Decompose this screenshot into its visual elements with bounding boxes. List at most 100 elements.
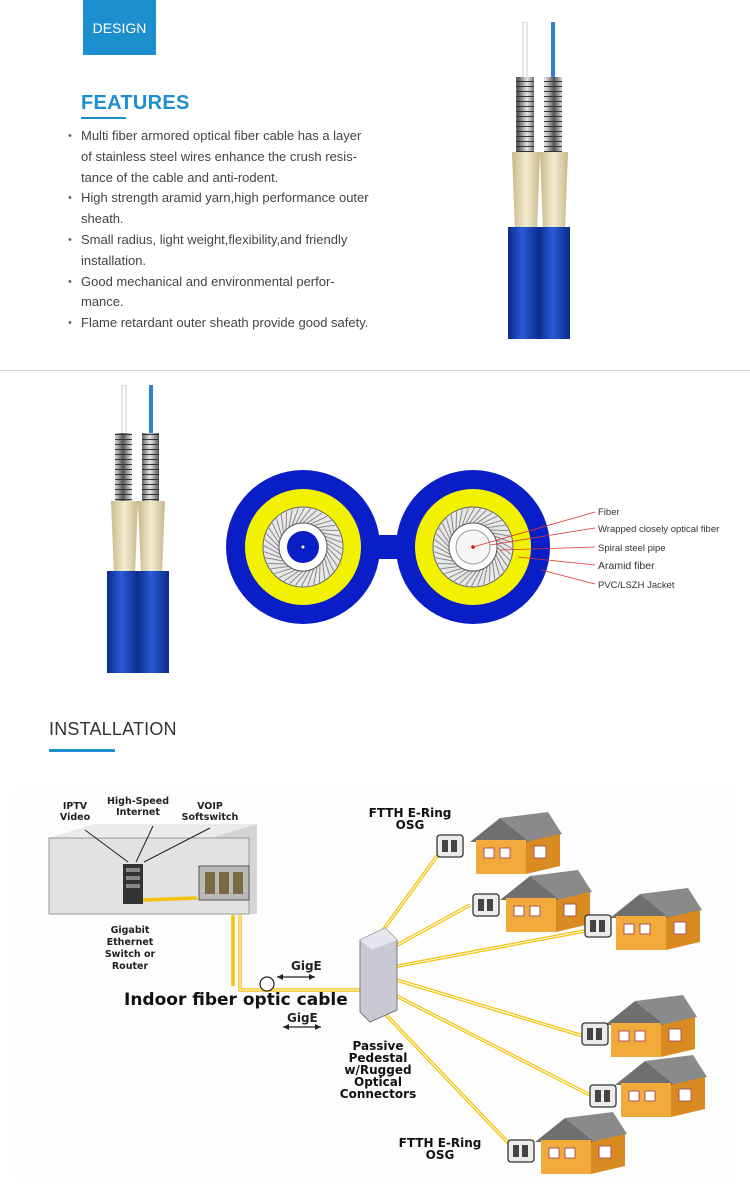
steel-pipe-blade: [298, 508, 311, 524]
section-divider: [0, 370, 750, 371]
steel-pipe-blade: [438, 527, 450, 544]
steel-pipe-blade: [264, 539, 280, 552]
steel-pipe-blade: [317, 524, 336, 529]
feature-item: Good mechanical and environmental perfor…: [68, 272, 398, 314]
steel-pipe-blade: [321, 561, 326, 580]
steel-pipe-blade: [450, 514, 455, 533]
label-jacket: PVC/LSZH Jacket: [598, 580, 675, 591]
steel-pipe-blade: [313, 566, 318, 585]
steel-pipe-blade: [306, 512, 323, 524]
steel-pipe-blade: [324, 535, 342, 543]
steel-pipe-blade: [291, 508, 299, 526]
steel-pipe-blade: [476, 512, 493, 524]
label-spiral-steel-pipe: Spiral steel pipe: [598, 543, 666, 554]
steel-pipe-blade: [480, 515, 498, 525]
steel-pipe-blade: [325, 539, 343, 549]
steel-pipe-blade: [313, 519, 332, 527]
steel-pipe-blade: [465, 570, 478, 586]
steel-pipe-blade: [434, 551, 452, 559]
steel-pipe-blade: [325, 554, 335, 572]
steel-pipe-blade: [496, 550, 508, 567]
steel-pipe-blade: [433, 545, 451, 555]
steel-pipe-blade: [268, 527, 280, 544]
steel-pipe-blade: [496, 546, 510, 561]
label-aramid-fiber: Aramid fiber: [598, 560, 655, 572]
features-underline: [81, 117, 126, 119]
steel-pipe-blade: [494, 535, 512, 543]
steel-pipe-blade: [435, 557, 454, 562]
steel-pipe-blade: [264, 551, 282, 559]
steel-pipe-blade: [322, 532, 341, 537]
label-wrapped-fiber: Wrapped closely optical fiber: [598, 524, 719, 535]
steel-pipe-blade: [441, 522, 451, 540]
steel-pipe-blade: [295, 507, 305, 525]
steel-pipe-blade: [275, 518, 283, 537]
steel-pipe-blade: [455, 511, 458, 531]
steel-pipe-blade: [326, 542, 342, 555]
steel-pipe-blade: [495, 554, 505, 572]
steel-pipe-blade: [307, 568, 315, 586]
steel-pipe-blade: [265, 557, 284, 562]
feature-item: High strength aramid yarn,high performan…: [68, 188, 398, 230]
steel-pipe-blade: [289, 570, 304, 584]
steel-pipe-blade: [471, 569, 481, 587]
design-badge: DESIGN: [83, 0, 156, 55]
steel-pipe-blade: [326, 546, 340, 561]
steel-pipe-blade: [278, 569, 296, 579]
cable-cross-section-diagram: Fiber Wrapped closely optical fiber Spir…: [226, 470, 719, 624]
steel-pipe-blade: [461, 508, 469, 526]
steel-pipe-blade: [267, 562, 287, 565]
steel-pipe-blade: [445, 518, 453, 537]
features-title: FEATURES: [81, 92, 190, 114]
steel-pipe-blade: [326, 550, 338, 567]
steel-pipe-blade: [288, 509, 293, 528]
label-fiber: Fiber: [598, 507, 620, 518]
steel-pipe-blade: [270, 565, 289, 570]
armored-cable-image-top: [508, 22, 570, 339]
steel-pipe-blade: [280, 514, 285, 533]
steel-pipe-blade: [434, 539, 450, 552]
installation-underline: [49, 749, 115, 752]
steel-pipe-blade: [444, 567, 463, 575]
feature-item: Flame retardant outer sheath provide goo…: [68, 313, 398, 334]
label-gige-top: GigE: [291, 959, 322, 973]
steel-pipe-blade: [483, 566, 488, 585]
feature-item: Multi fiber armored optical fiber cable …: [68, 126, 398, 188]
steel-pipe-blade: [493, 557, 501, 576]
steel-pipe-blade: [437, 562, 457, 565]
steel-pipe-blade: [483, 519, 502, 527]
steel-pipe-blade: [283, 570, 300, 582]
steel-pipe-blade: [318, 563, 321, 583]
steel-pipe-blade: [301, 569, 311, 587]
steel-pipe-blade: [459, 570, 474, 584]
armored-cable-image-bottom: [107, 385, 169, 673]
steel-pipe-blade: [488, 563, 491, 583]
steel-pipe-blade: [492, 532, 511, 537]
steel-pipe-blade: [436, 533, 450, 548]
steel-pipe-blade: [472, 510, 487, 524]
steel-pipe-blade: [263, 545, 281, 555]
steel-pipe-blade: [468, 508, 481, 524]
steel-pipe-blade: [274, 567, 293, 575]
steel-pipe-blade: [285, 511, 288, 531]
feature-item: Small radius, light weight,flexibility,a…: [68, 230, 398, 272]
steel-pipe-blade: [271, 522, 281, 540]
steel-pipe-blade: [491, 561, 496, 580]
label-indoor-cable: Indoor fiber optic cable: [124, 990, 348, 1010]
steel-pipe-blade: [266, 533, 280, 548]
steel-pipe-blade: [302, 510, 317, 524]
label-gige-bottom: GigE: [287, 1011, 318, 1025]
steel-pipe-blade: [458, 509, 463, 528]
steel-pipe-blade: [477, 568, 485, 586]
steel-pipe-blade: [465, 507, 475, 525]
steel-pipe-blade: [295, 570, 308, 586]
installation-title: INSTALLATION: [49, 719, 177, 739]
steel-pipe-blade: [319, 529, 339, 532]
features-list: Multi fiber armored optical fiber cable …: [68, 126, 398, 334]
